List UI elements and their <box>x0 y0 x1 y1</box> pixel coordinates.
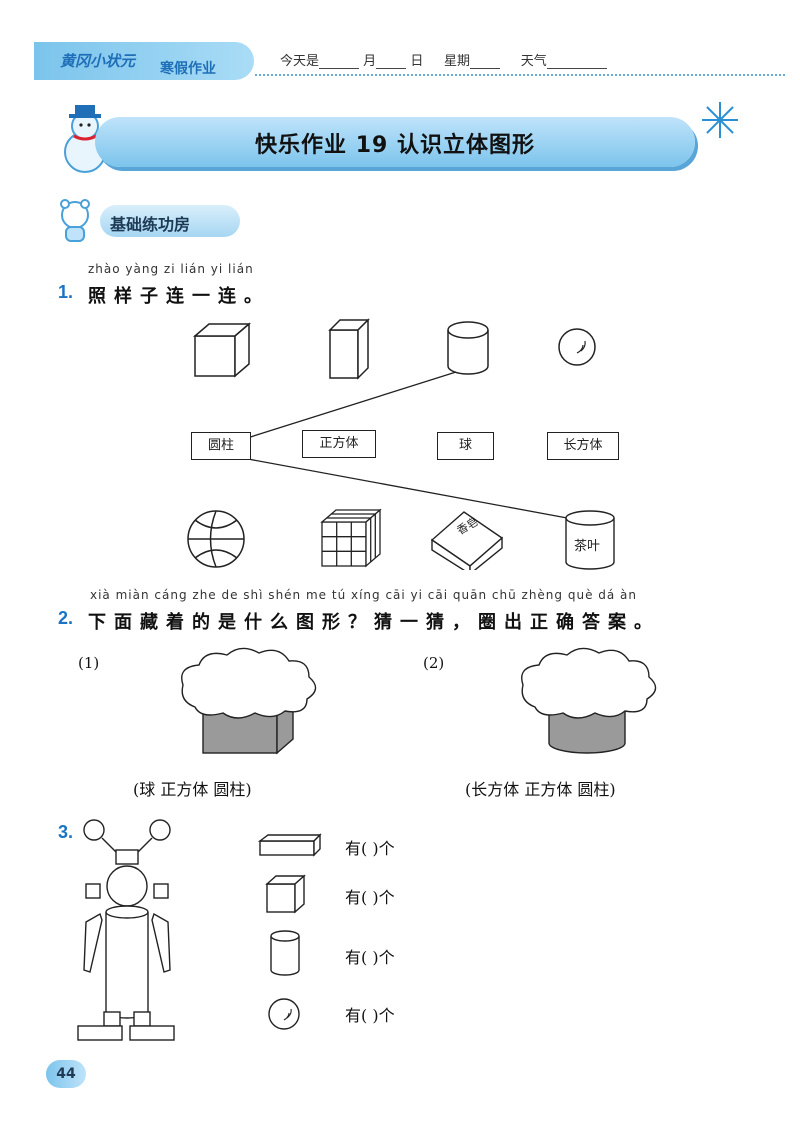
title-banner <box>95 117 695 167</box>
q3-cube-icon <box>265 874 306 914</box>
hidden-cylinder-figure <box>521 647 657 754</box>
weekday-label: 星期 <box>444 54 471 69</box>
day-label: 日 <box>410 54 424 69</box>
header-dotted-rule <box>255 74 785 76</box>
q1-number: 1. <box>58 282 74 302</box>
page-number: 44 <box>46 1060 86 1088</box>
label-cuboid: 长方体 <box>547 432 619 460</box>
q3-number: 3. <box>58 822 74 842</box>
bear-mascot-icon <box>60 199 90 242</box>
tea-can-label: 茶叶 <box>574 538 600 554</box>
q1-text: 照样子连一连。 <box>88 286 270 307</box>
weather-label: 天气 <box>520 54 547 69</box>
q2-part1-label: (1) <box>78 654 100 672</box>
q2-text: 下面藏着的是什么图形？猜一猜，圈出正确答案。 <box>88 612 660 633</box>
q3-cylinder-icon <box>270 930 300 976</box>
brand-subtitle: 寒假作业 <box>160 61 216 77</box>
q2-choices-2[interactable]: (长方体 正方体 圆柱) <box>465 780 616 799</box>
sphere-shape <box>558 328 596 366</box>
section-pill <box>100 205 240 237</box>
line-label-to-tea <box>247 458 579 521</box>
page-title: 快乐作业 19 认识立体图形 <box>255 133 535 158</box>
q3-cuboid-icon <box>258 833 322 857</box>
soap-box-icon: 香皂 <box>430 511 504 570</box>
date-line: 今天是 月 日 星期 天气 <box>280 50 607 69</box>
q3-sphere-icon <box>268 998 300 1030</box>
month-label: 月 <box>363 54 377 69</box>
q2-number: 2. <box>58 608 74 628</box>
tea-can-icon: 茶叶 <box>565 510 615 570</box>
label-cube: 正方体 <box>302 430 376 458</box>
q3-cube-count[interactable]: 有( )个 <box>345 888 395 907</box>
cuboid-shape <box>328 318 370 380</box>
robot-figure <box>77 819 175 1041</box>
q3-sphere-count[interactable]: 有( )个 <box>345 1006 395 1025</box>
snowflake-icon <box>702 102 738 138</box>
section-title: 基础练功房 <box>110 215 191 234</box>
basketball-icon <box>187 510 245 568</box>
snowman-icon <box>64 105 106 173</box>
rubiks-cube-icon <box>320 508 382 568</box>
hidden-cube-figure <box>181 647 317 755</box>
cylinder-shape <box>447 321 489 375</box>
q2-part2-label: (2) <box>423 654 445 672</box>
date-prefix: 今天是 <box>280 54 320 69</box>
label-sphere: 球 <box>437 432 494 460</box>
q3-cylinder-count[interactable]: 有( )个 <box>345 948 395 967</box>
brand-band <box>34 42 254 80</box>
line-cylinder-to-label <box>224 371 457 446</box>
cube-shape <box>192 322 252 378</box>
q2-choices-1[interactable]: (球 正方体 圆柱) <box>133 780 252 799</box>
q1-pinyin: zhào yàng zi lián yi lián <box>88 262 254 276</box>
connection-lines <box>224 371 579 521</box>
q2-pinyin: xià miàn cáng zhe de shì shén me tú xíng… <box>90 588 638 602</box>
brand-name: 黄冈小状元 <box>60 52 136 70</box>
label-cylinder: 圆柱 <box>191 432 251 460</box>
q3-cuboid-count[interactable]: 有( )个 <box>345 839 395 858</box>
